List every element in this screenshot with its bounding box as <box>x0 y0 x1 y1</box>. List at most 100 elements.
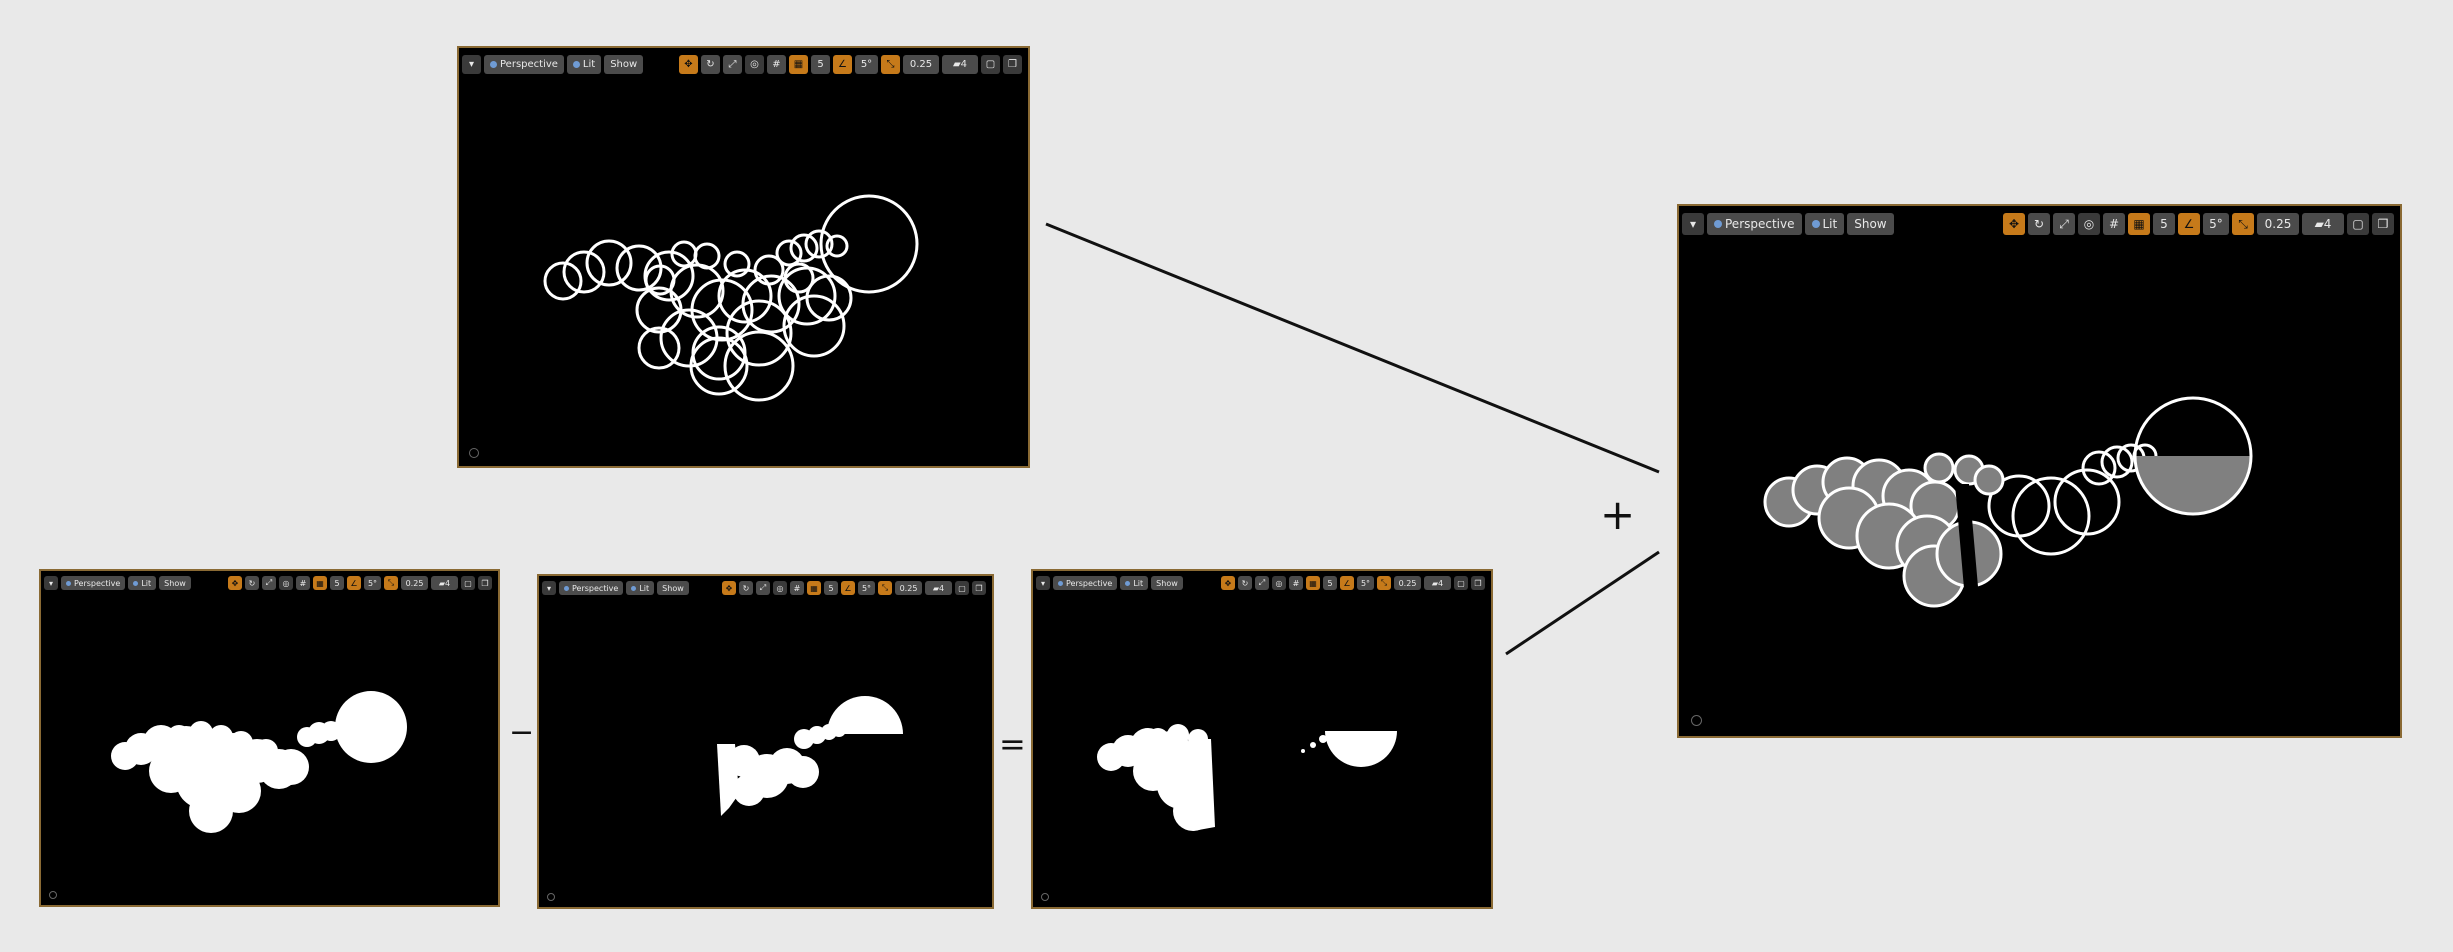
scale-icon[interactable]: ⤢ <box>2053 213 2075 235</box>
angle-snap-icon[interactable]: ∠ <box>2178 213 2200 235</box>
maximize-icon[interactable]: ▢ <box>955 581 969 595</box>
scale-snap-value[interactable]: 0.25 <box>1394 576 1421 590</box>
angle-snap-icon[interactable]: ∠ <box>833 54 852 74</box>
scale-snap-icon[interactable]: ⤡ <box>2232 213 2254 235</box>
angle-snap-value[interactable]: 5° <box>858 581 875 595</box>
camera-speed-button[interactable]: ▰ 4 <box>942 54 978 74</box>
cloud-puff <box>229 731 253 755</box>
maximize-icon[interactable]: ▢ <box>981 54 1000 74</box>
perspective-button[interactable]: Perspective <box>61 576 126 590</box>
angle-snap-icon[interactable]: ∠ <box>841 581 855 595</box>
scale-snap-icon[interactable]: ⤡ <box>384 576 398 590</box>
rotate-icon[interactable]: ↻ <box>1238 576 1252 590</box>
world-icon[interactable]: ◎ <box>773 581 787 595</box>
show-button[interactable]: Show <box>657 581 689 595</box>
grid-snap-toggle[interactable]: ▦ <box>789 54 808 74</box>
camera-speed-button[interactable]: ▰ 4 <box>1424 576 1451 590</box>
scale-snap-value[interactable]: 0.25 <box>2257 213 2299 235</box>
scale-snap-value[interactable]: 0.25 <box>401 576 428 590</box>
small-bubble-outline <box>804 229 834 259</box>
restore-icon[interactable]: ❐ <box>478 576 492 590</box>
perspective-button[interactable]: Perspective <box>1053 576 1118 590</box>
cloud-puff-outline <box>1987 474 2051 538</box>
grid-snap-icon[interactable]: # <box>790 581 804 595</box>
show-button[interactable]: Show <box>604 54 644 74</box>
grid-snap-icon[interactable]: # <box>2103 213 2125 235</box>
rotate-icon[interactable]: ↻ <box>739 581 753 595</box>
scale-snap-icon[interactable]: ⤡ <box>1377 576 1391 590</box>
camera-speed-button[interactable]: ▰ 4 <box>925 581 952 595</box>
dropdown-icon[interactable]: ▾ <box>1036 576 1050 590</box>
maximize-icon[interactable]: ▢ <box>2347 213 2369 235</box>
transform-icon[interactable]: ✥ <box>1221 576 1235 590</box>
lit-button[interactable]: Lit <box>626 581 655 595</box>
rotate-icon[interactable]: ↻ <box>2028 213 2050 235</box>
perspective-button[interactable]: Perspective <box>1707 213 1802 235</box>
grid-snap-toggle[interactable]: ▦ <box>807 581 821 595</box>
show-button[interactable]: Show <box>1847 213 1894 235</box>
angle-snap-value[interactable]: 5° <box>2203 213 2229 235</box>
perspective-label: Perspective <box>74 578 121 588</box>
transform-icon[interactable]: ✥ <box>722 581 736 595</box>
scale-icon[interactable]: ⤢ <box>756 581 770 595</box>
lit-button[interactable]: Lit <box>1804 213 1845 235</box>
world-icon[interactable]: ◎ <box>279 576 293 590</box>
angle-snap-value[interactable]: 5° <box>364 576 381 590</box>
grid-snap-icon[interactable]: # <box>1289 576 1303 590</box>
scale-icon[interactable]: ⤢ <box>723 54 742 74</box>
grid-snap-toggle[interactable]: ▦ <box>2128 213 2150 235</box>
cloud-puff <box>189 789 233 833</box>
lit-button[interactable]: Lit <box>1120 576 1149 590</box>
dropdown-icon[interactable]: ▾ <box>1682 213 1704 235</box>
angle-snap-value[interactable]: 5° <box>855 54 878 74</box>
small-bubble-outline <box>825 234 849 258</box>
perspective-button[interactable]: Perspective <box>484 54 564 74</box>
scale-snap-value[interactable]: 0.25 <box>895 581 922 595</box>
scale-snap-icon[interactable]: ⤡ <box>878 581 892 595</box>
scale-icon[interactable]: ⤢ <box>1255 576 1269 590</box>
dropdown-icon[interactable]: ▾ <box>44 576 58 590</box>
transform-icon[interactable]: ✥ <box>228 576 242 590</box>
rotate-icon[interactable]: ↻ <box>701 54 720 74</box>
show-button[interactable]: Show <box>1151 576 1183 590</box>
grid-snap-icon[interactable]: # <box>296 576 310 590</box>
cloud-puff <box>1167 724 1189 746</box>
show-button[interactable]: Show <box>159 576 191 590</box>
world-icon[interactable]: ◎ <box>2078 213 2100 235</box>
angle-snap-value[interactable]: 5° <box>1357 576 1374 590</box>
scale-icon[interactable]: ⤢ <box>262 576 276 590</box>
large-bubble-outline <box>819 194 919 294</box>
grid-snap-value[interactable]: 5 <box>824 581 838 595</box>
dropdown-icon[interactable]: ▾ <box>462 54 481 74</box>
restore-icon[interactable]: ❐ <box>2372 213 2394 235</box>
grid-snap-value[interactable]: 5 <box>1323 576 1337 590</box>
perspective-button[interactable]: Perspective <box>559 581 624 595</box>
restore-icon[interactable]: ❐ <box>972 581 986 595</box>
angle-snap-icon[interactable]: ∠ <box>347 576 361 590</box>
maximize-icon[interactable]: ▢ <box>461 576 475 590</box>
lit-button[interactable]: Lit <box>128 576 157 590</box>
angle-snap-icon[interactable]: ∠ <box>1340 576 1354 590</box>
rotate-icon[interactable]: ↻ <box>245 576 259 590</box>
scale-snap-icon[interactable]: ⤡ <box>881 54 900 74</box>
grid-snap-value[interactable]: 5 <box>2153 213 2175 235</box>
lit-button[interactable]: Lit <box>566 54 602 74</box>
grid-snap-toggle[interactable]: ▦ <box>1306 576 1320 590</box>
dropdown-icon[interactable]: ▾ <box>542 581 556 595</box>
camera-speed-button[interactable]: ▰ 4 <box>431 576 458 590</box>
transform-icon[interactable]: ✥ <box>2003 213 2025 235</box>
camera-speed-button[interactable]: ▰ 4 <box>2302 213 2344 235</box>
scale-snap-value[interactable]: 0.25 <box>903 54 939 74</box>
restore-icon[interactable]: ❐ <box>1471 576 1485 590</box>
maximize-icon[interactable]: ▢ <box>1454 576 1468 590</box>
world-icon[interactable]: ◎ <box>745 54 764 74</box>
world-icon[interactable]: ◎ <box>1272 576 1286 590</box>
transform-icon[interactable]: ✥ <box>679 54 698 74</box>
grid-snap-icon[interactable]: # <box>767 54 786 74</box>
grid-snap-value[interactable]: 5 <box>811 54 830 74</box>
restore-icon[interactable]: ❐ <box>1003 54 1022 74</box>
cloud-solid <box>111 721 309 833</box>
grid-snap-toggle[interactable]: ▦ <box>313 576 327 590</box>
grid-snap-value[interactable]: 5 <box>330 576 344 590</box>
